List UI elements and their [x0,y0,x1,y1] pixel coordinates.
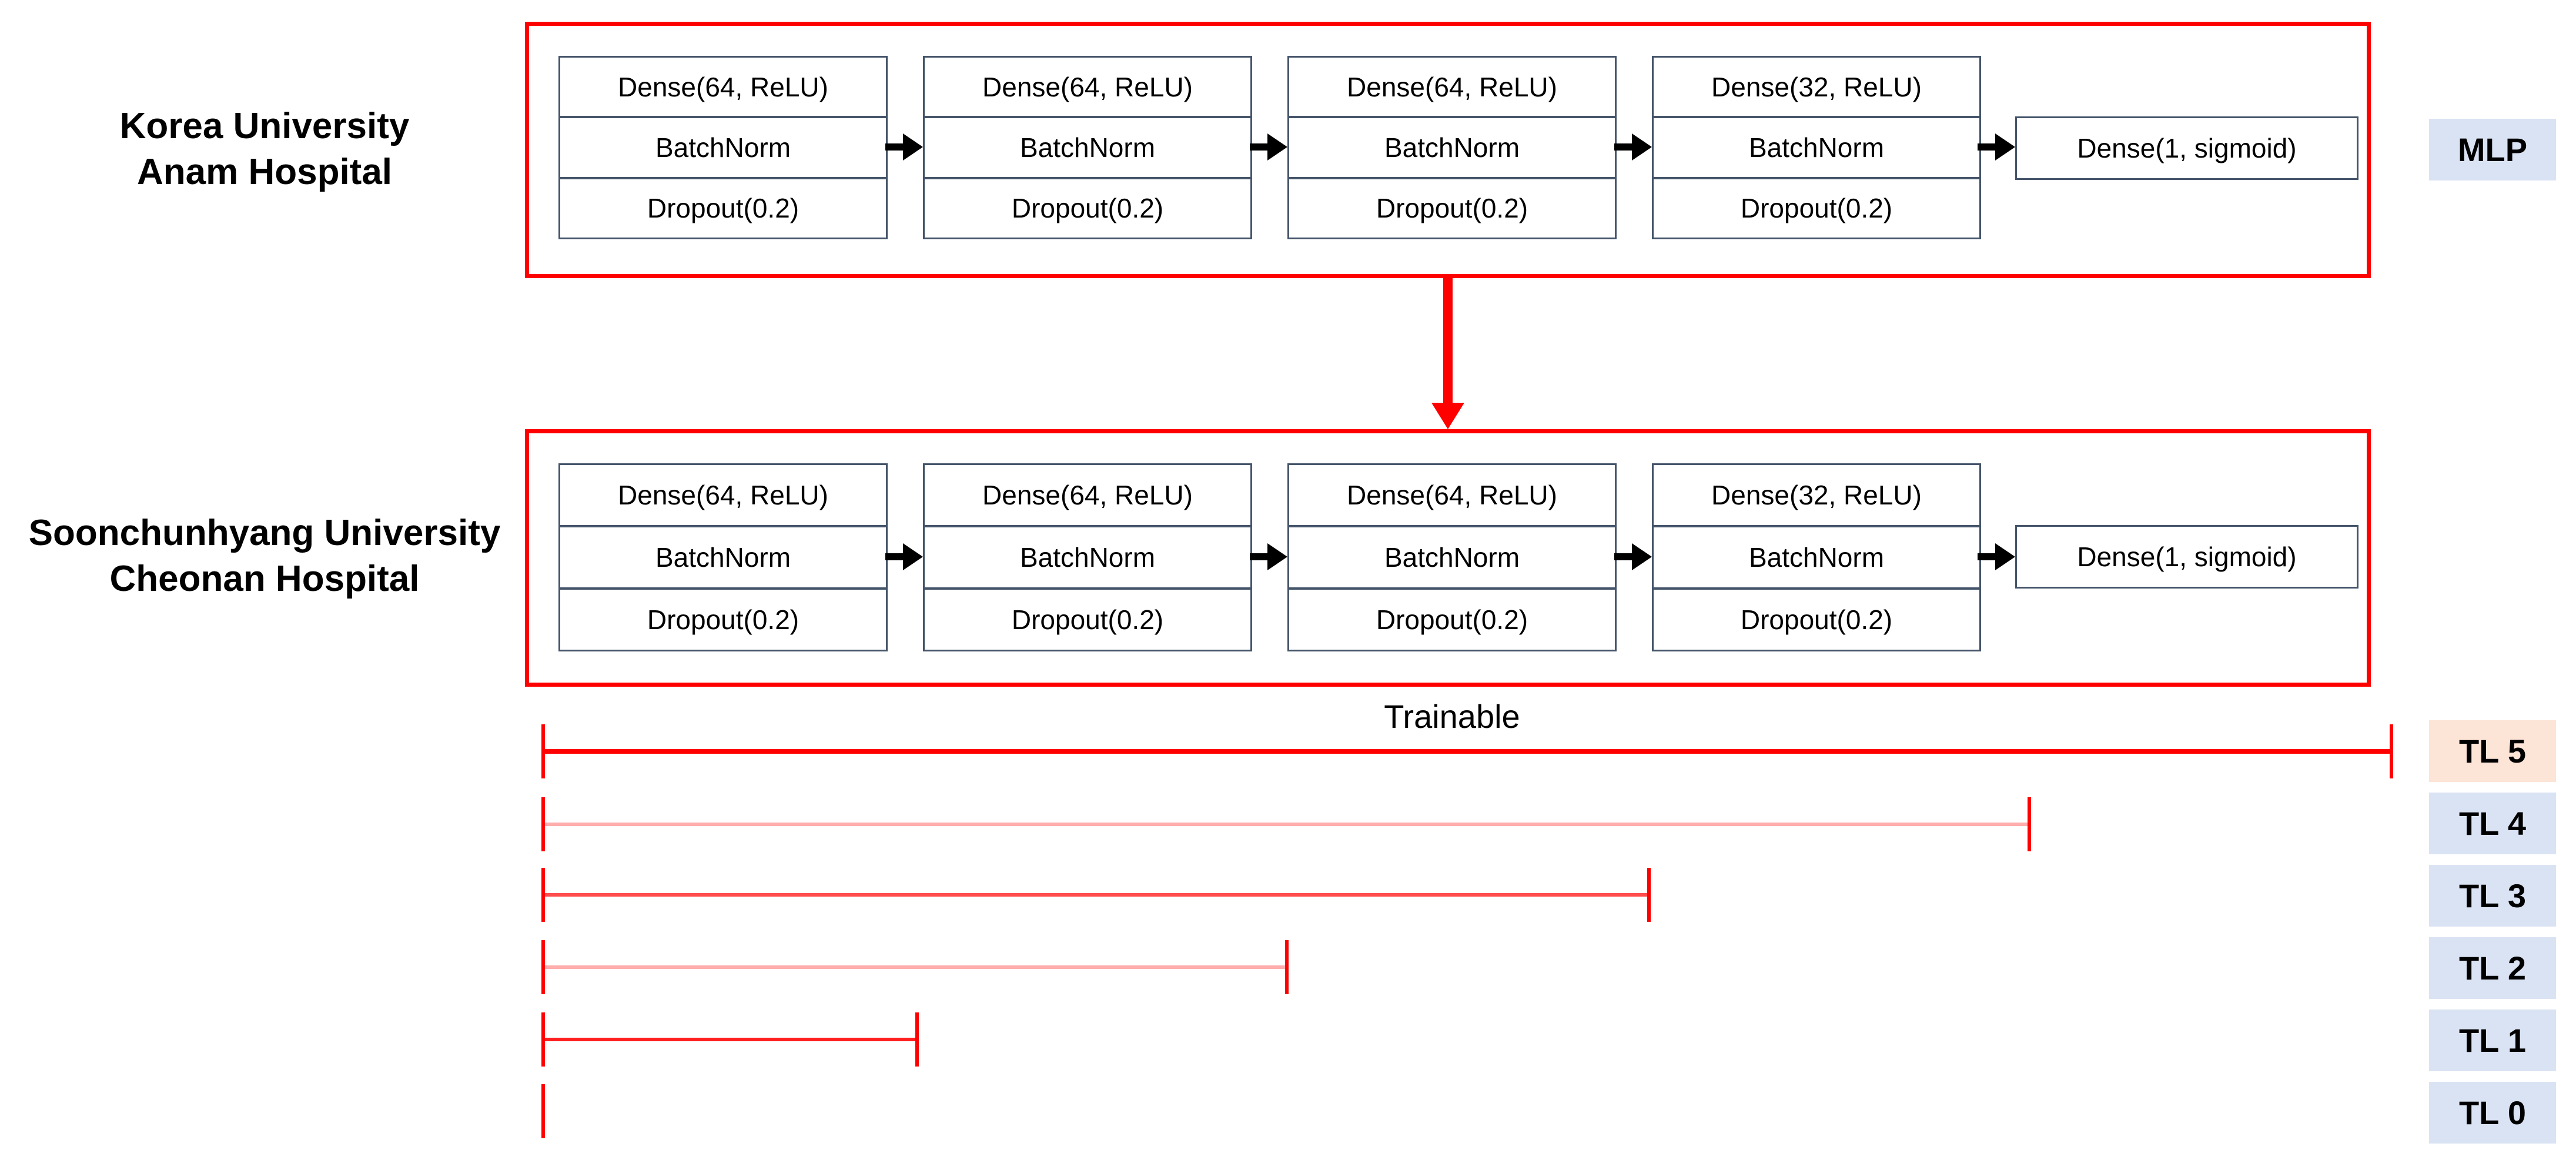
layer-cell: BatchNorm [1289,525,1615,587]
layer-block: Dense(64, ReLU) BatchNorm Dropout(0.2) [923,463,1252,651]
layer-cell: Dense(64, ReLU) [1289,465,1615,525]
layer-cell: Dense(32, ReLU) [1654,465,1979,525]
flow-arrow-icon [1614,543,1652,570]
hospital-label-target-line2: Cheonan Hospital [109,559,420,599]
layer-cell: Dense(64, ReLU) [925,465,1250,525]
tl2-trainable-line [543,965,1287,969]
layer-cell: Dropout(0.2) [1654,176,1979,238]
mlp-badge: MLP [2429,119,2556,180]
flow-arrow-shaft [1250,143,1269,151]
layer-cell: BatchNorm [560,525,886,587]
flow-arrow-shaft [1614,553,1633,560]
flow-arrow-head [1267,133,1287,161]
tl5-trainable-line [543,749,2391,754]
tl2-right-cap [1285,940,1289,994]
transfer-arrow-shaft [1443,274,1453,406]
transfer-arrow-head [1431,403,1464,429]
tl4-left-cap [541,797,545,851]
layer-cell: BatchNorm [925,525,1250,587]
hospital-label-source-line1: Korea University [119,106,410,146]
tl0-badge: TL 0 [2429,1082,2556,1144]
tl1-badge: TL 1 [2429,1009,2556,1071]
flow-arrow-icon [1978,543,2015,570]
layer-cell: BatchNorm [1289,116,1615,177]
tl5-left-cap [541,724,545,778]
layer-block: Dense(64, ReLU) BatchNorm Dropout(0.2) [558,463,888,651]
layer-block: Dense(32, ReLU) BatchNorm Dropout(0.2) [1652,463,1981,651]
flow-arrow-shaft [1614,143,1633,151]
layer-cell: Dense(64, ReLU) [1289,58,1615,116]
layer-cell: Dropout(0.2) [925,587,1250,650]
flow-arrow-icon [1614,133,1652,161]
layer-cell: Dense(32, ReLU) [1654,58,1979,116]
flow-arrow-shaft [1978,143,1996,151]
flow-arrow-shaft [1250,553,1269,560]
tl4-badge: TL 4 [2429,793,2556,854]
transfer-arrow-icon [1431,274,1464,429]
hospital-label-target-line1: Soonchunhyang University [28,513,501,553]
target-model-frame [525,429,2371,687]
tl0-left-cap [541,1084,545,1138]
layer-cell: BatchNorm [1654,116,1979,177]
flow-arrow-icon [1978,133,2015,161]
layer-block: Dense(64, ReLU) BatchNorm Dropout(0.2) [923,56,1252,239]
hospital-label-source: Korea University Anam Hospital [12,103,517,195]
tl3-trainable-line [543,893,1649,897]
flow-arrow-shaft [1978,553,1996,560]
flow-arrow-head [1632,543,1652,570]
layer-cell: Dropout(0.2) [1289,176,1615,238]
tl2-left-cap [541,940,545,994]
tl1-trainable-line [543,1038,917,1041]
layer-cell: BatchNorm [1654,525,1979,587]
flow-arrow-icon [1250,133,1287,161]
layer-cell: Dropout(0.2) [1654,587,1979,650]
layer-block: Dense(64, ReLU) BatchNorm Dropout(0.2) [558,56,888,239]
flow-arrow-head [903,133,923,161]
flow-arrow-shaft [885,143,904,151]
layer-cell: BatchNorm [560,116,886,177]
flow-arrow-head [1995,133,2015,161]
tl4-trainable-line [543,823,2029,826]
flow-arrow-head [1995,543,2015,570]
layer-cell: Dropout(0.2) [925,176,1250,238]
trainable-caption: Trainable [1384,698,1520,735]
tl1-right-cap [915,1012,919,1067]
flow-arrow-icon [1250,543,1287,570]
flow-arrow-head [1632,133,1652,161]
layer-cell: Dropout(0.2) [1289,587,1615,650]
layer-cell: Dense(64, ReLU) [560,58,886,116]
flow-arrow-shaft [885,553,904,560]
tl1-left-cap [541,1012,545,1067]
layer-cell: Dropout(0.2) [560,587,886,650]
layer-cell: Dense(64, ReLU) [925,58,1250,116]
tl5-badge: TL 5 [2429,720,2556,782]
hospital-label-source-line2: Anam Hospital [136,152,393,192]
layer-block: Dense(64, ReLU) BatchNorm Dropout(0.2) [1287,56,1617,239]
flow-arrow-icon [885,133,923,161]
tl4-right-cap [2028,797,2031,851]
layer-cell: Dropout(0.2) [560,176,886,238]
tl2-badge: TL 2 [2429,937,2556,999]
layer-block: Dense(32, ReLU) BatchNorm Dropout(0.2) [1652,56,1981,239]
hospital-label-target: Soonchunhyang University Cheonan Hospita… [12,510,517,602]
output-layer-box: Dense(1, sigmoid) [2015,525,2358,589]
layer-cell: BatchNorm [925,116,1250,177]
output-layer-box: Dense(1, sigmoid) [2015,116,2358,180]
flow-arrow-head [903,543,923,570]
layer-block: Dense(64, ReLU) BatchNorm Dropout(0.2) [1287,463,1617,651]
tl5-right-cap [2390,724,2393,778]
tl3-left-cap [541,868,545,922]
layer-cell: Dense(64, ReLU) [560,465,886,525]
flow-arrow-icon [885,543,923,570]
tl3-badge: TL 3 [2429,865,2556,927]
tl3-right-cap [1647,868,1651,922]
flow-arrow-head [1267,543,1287,570]
